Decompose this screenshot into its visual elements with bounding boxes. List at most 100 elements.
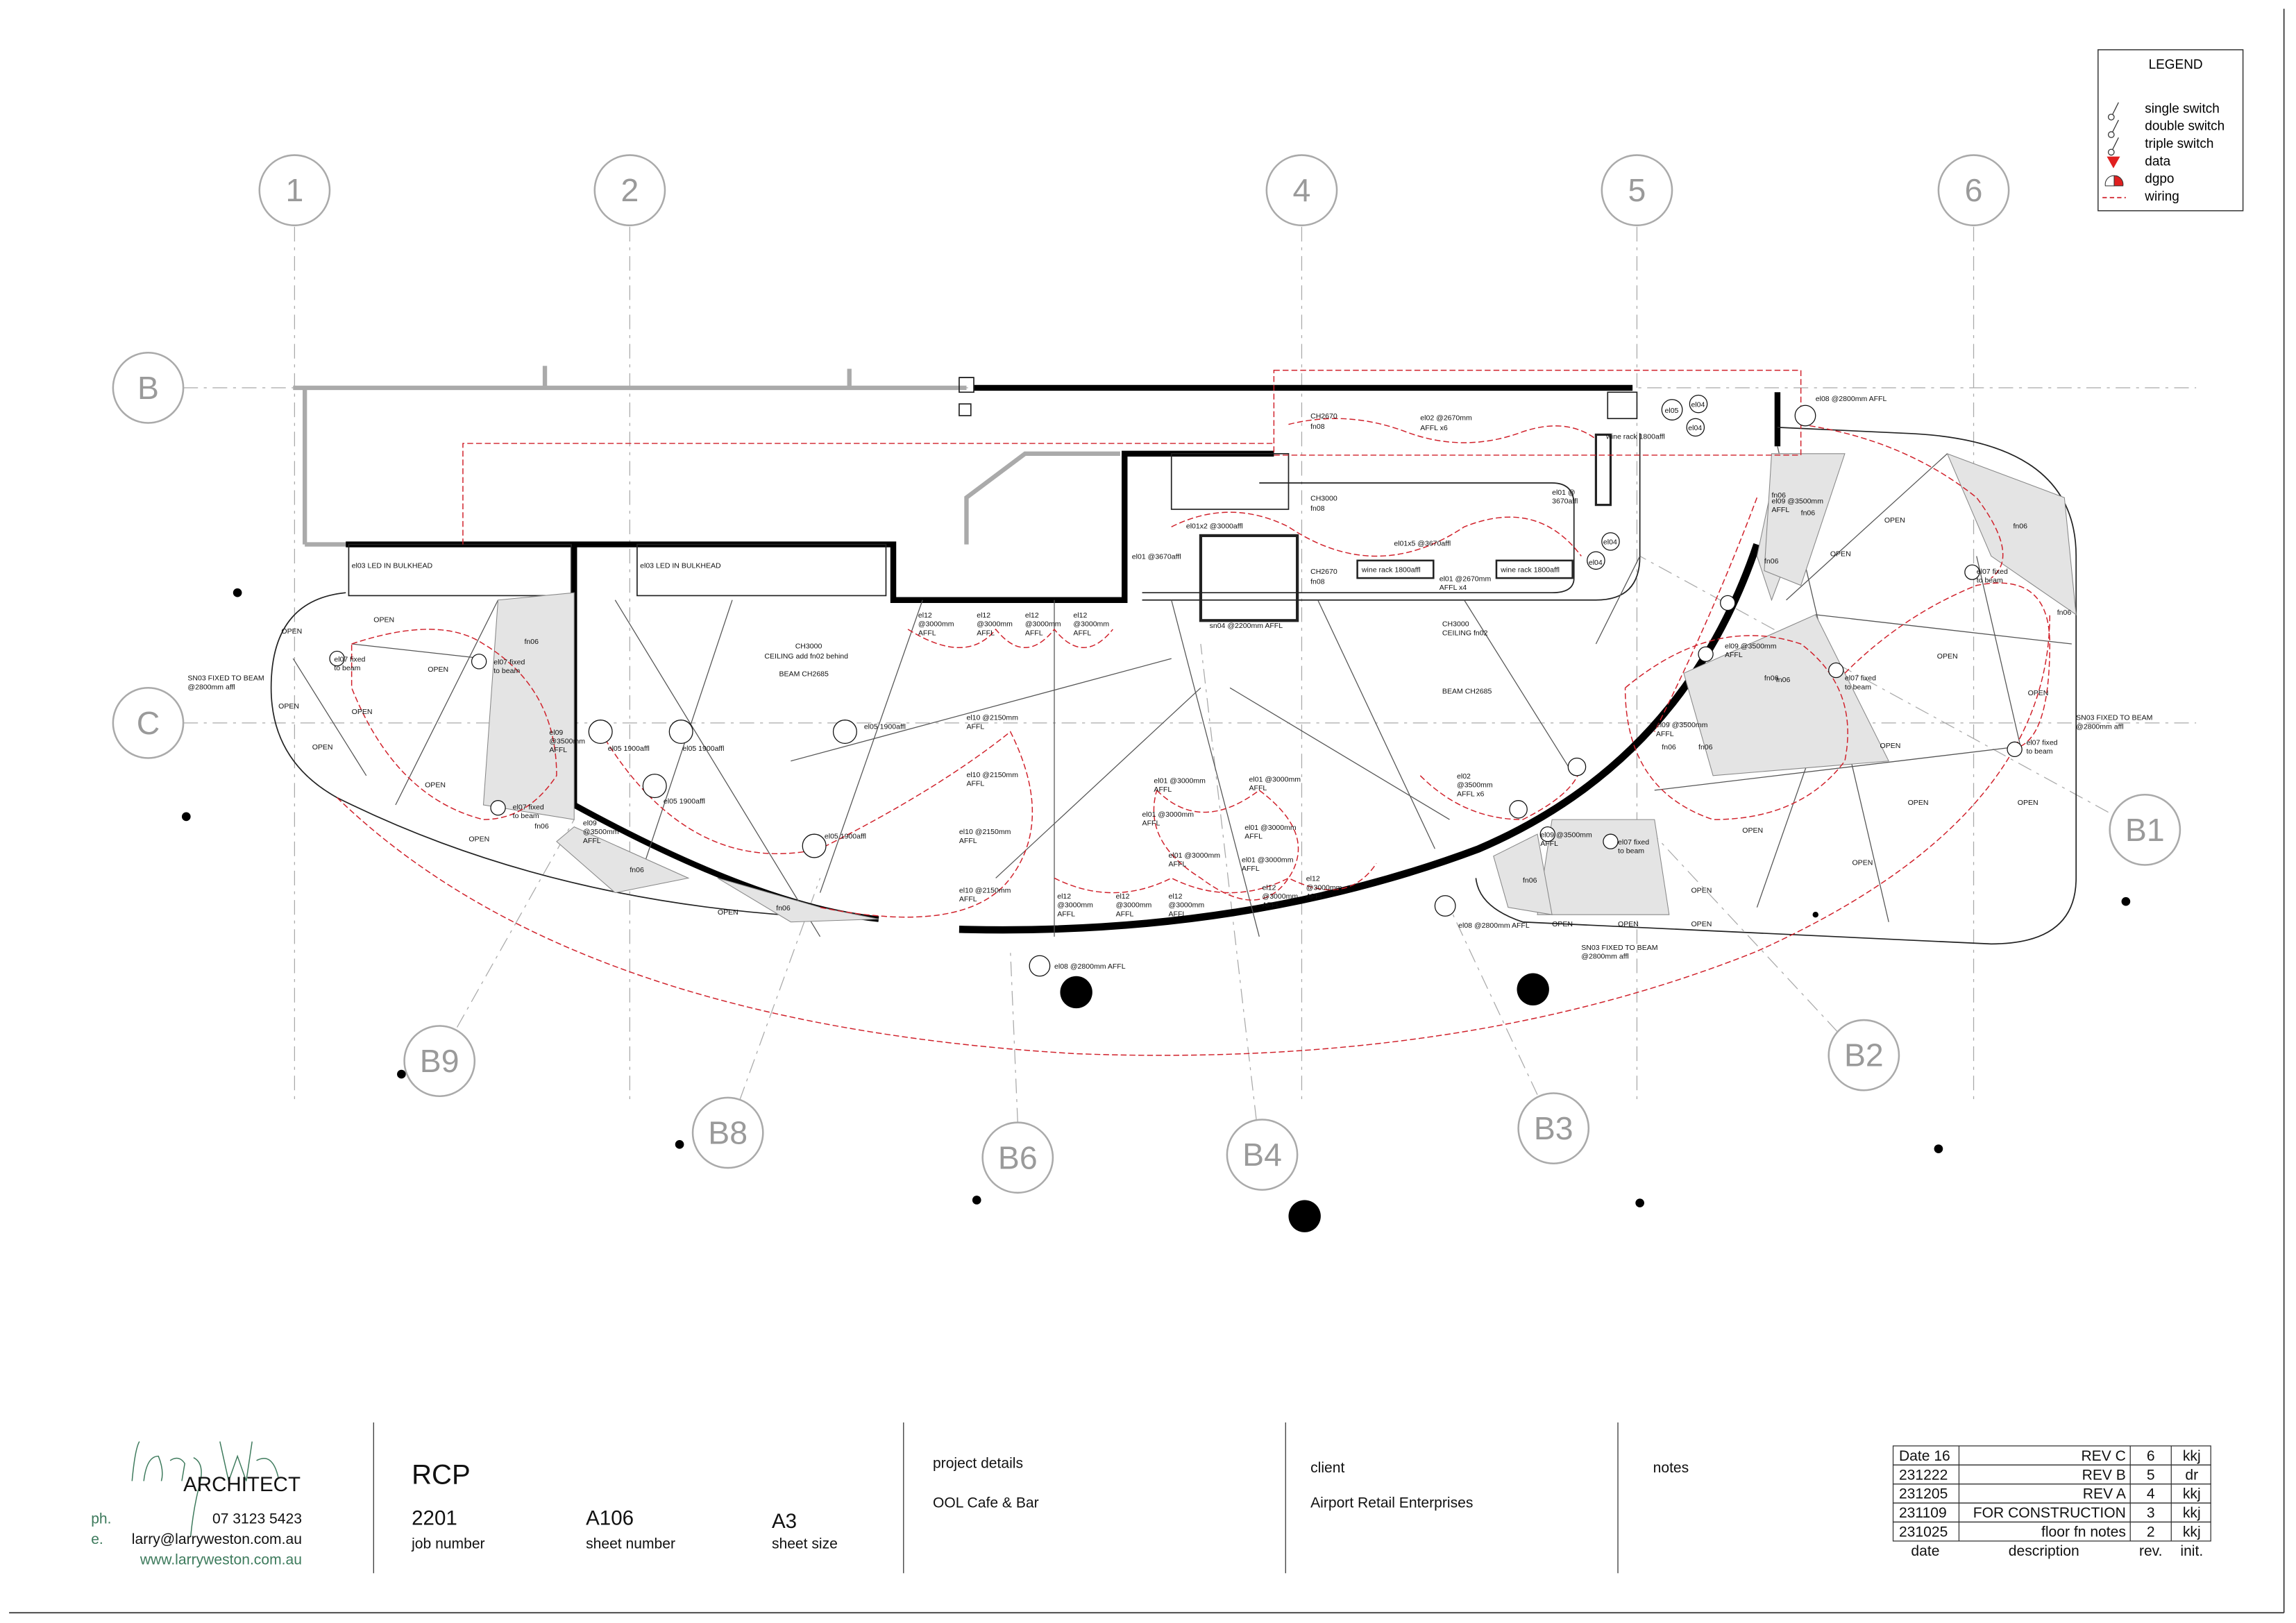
plan-annotation: @3500mm: [583, 828, 619, 836]
grid-bubble-beam: B9: [403, 1025, 476, 1097]
plan-annotation: fn06: [1764, 674, 1779, 683]
plan-annotation: fn06: [630, 866, 644, 874]
grid-label: 4: [1293, 172, 1311, 208]
revision-header: description: [2009, 1543, 2079, 1559]
plan-annotation: @3000mm: [1025, 620, 1061, 629]
project-label: project details: [933, 1455, 1023, 1471]
plan-annotation: el04: [1688, 424, 1702, 432]
plan-annotation: el01 @3000mm: [1169, 851, 1221, 860]
revision-header: rev.: [2139, 1543, 2163, 1559]
website-link[interactable]: www.larryweston.com.au: [140, 1552, 302, 1568]
plan-annotation: el01 @3000mm: [1242, 856, 1294, 864]
plan-annotation: el12: [1306, 875, 1320, 883]
plan-annotation: AFFL: [1142, 819, 1160, 828]
grid-bubble-column: 4: [1265, 154, 1338, 227]
wiring-runs: [337, 369, 2050, 1056]
plan-annotation: el09 @3500mm: [1771, 498, 1823, 506]
plan-annotation: AFFL: [966, 722, 984, 731]
plan-annotation: AFFL: [1169, 910, 1187, 918]
plan-annotation: el10 @2150mm: [966, 714, 1018, 722]
plan-annotation: AFFL: [1306, 892, 1324, 901]
plan-annotation: OPEN: [1830, 550, 1851, 558]
plan-annotation: AFFL: [1725, 651, 1743, 659]
plan-annotation: el01 @: [1552, 488, 1576, 497]
phone-value: 07 3123 5423: [212, 1511, 302, 1527]
grid-label: B2: [1844, 1037, 1884, 1073]
email-label: e.: [91, 1531, 103, 1547]
plan-annotation: OPEN: [428, 665, 448, 674]
email-link[interactable]: larry@larryweston.com.au: [132, 1531, 302, 1547]
legend-label: data: [2145, 154, 2170, 169]
grid-label: B8: [708, 1114, 748, 1150]
plan-annotation: OPEN: [469, 835, 489, 844]
plan-annotation: AFFL: [1169, 860, 1187, 869]
plan-annotation: OPEN: [312, 743, 333, 751]
plan-annotation: OPEN: [1908, 799, 1929, 807]
plan-annotation: OPEN: [352, 708, 373, 716]
plan-annotation: AFFL: [1057, 910, 1075, 918]
sheet-size: A3: [772, 1510, 797, 1533]
grid-bubble-column: 2: [593, 154, 666, 227]
revision-date: 231109: [1899, 1505, 1947, 1521]
revision-date: Date 16: [1899, 1448, 1950, 1464]
plan-annotation: el04: [1691, 400, 1705, 409]
plan-annotation: OPEN: [373, 615, 394, 624]
plan-annotation: el12: [1025, 611, 1039, 620]
plan-annotation: el01 @3670affl: [1132, 553, 1181, 561]
plan-annotation: @2800mm affl: [1581, 952, 1628, 960]
legend-label: double switch: [2145, 119, 2225, 134]
grid-label: B: [137, 370, 159, 406]
revision-initials: kkj: [2183, 1524, 2201, 1540]
sheet-size-label: sheet size: [772, 1536, 838, 1552]
plan-annotation: AFFL: [977, 629, 995, 637]
revision-date: 231025: [1899, 1524, 1948, 1540]
plan-annotation: el12: [1169, 892, 1183, 901]
grid-label: B6: [998, 1139, 1038, 1175]
light-fixtures: [329, 394, 2023, 977]
plan-annotation: OPEN: [1552, 920, 1573, 928]
grid-bubble-column: 1: [258, 154, 331, 227]
grid-bubble-row: B: [112, 352, 185, 424]
project-name: OOL Cafe & Bar: [933, 1495, 1039, 1511]
job-number-label: job number: [411, 1536, 484, 1552]
sheet-number-label: sheet number: [586, 1536, 675, 1552]
plan-annotation: @3500mm: [1457, 781, 1493, 790]
plan-annotation: fn06: [776, 904, 791, 912]
plan-annotation: el09 @3500mm: [1656, 721, 1708, 729]
revision-initials: kkj: [2183, 1486, 2201, 1502]
plan-annotation: AFFL: [1263, 901, 1281, 910]
plan-annotation: el09: [549, 729, 563, 737]
plan-annotation: CH2670: [1310, 568, 1337, 576]
plan-annotation: @3000mm: [1057, 901, 1093, 910]
plan-annotation: fn06: [1801, 509, 1816, 517]
plan-annotation: el01x2 @3000affl: [1186, 522, 1243, 530]
plan-annotation: SN03 FIXED TO BEAM: [2076, 714, 2152, 722]
legend-label: single switch: [2145, 101, 2220, 116]
plan-annotation: 3670affl: [1552, 498, 1578, 506]
plan-annotation: OPEN: [2028, 689, 2049, 697]
plan-annotation: el02 @2670mm: [1420, 414, 1472, 422]
plan-annotation: AFFL: [959, 837, 977, 845]
plan-annotation: fn06: [525, 638, 539, 646]
revision-number: 2: [2147, 1524, 2155, 1540]
plan-annotation: OPEN: [718, 908, 738, 917]
plan-annotation: el01 @3000mm: [1142, 810, 1195, 819]
plan-annotation: el07 fixed: [2026, 739, 2057, 747]
plan-annotation: OPEN: [281, 627, 302, 636]
plan-annotation: el12: [1057, 892, 1071, 901]
plan-annotation: AFFL: [1242, 865, 1260, 873]
grid-label: B1: [2125, 812, 2165, 848]
grid-bubble-beam: B1: [2109, 793, 2181, 866]
plan-annotation: @3000mm: [977, 620, 1013, 629]
plan-annotation: fn06: [1776, 676, 1791, 684]
plan-annotation: fn06: [1764, 557, 1779, 566]
plan-annotation: AFFL: [1073, 629, 1091, 637]
plan-annotation: el12: [1073, 611, 1087, 620]
legend-label: triple switch: [2145, 137, 2213, 151]
revision-date: 231205: [1899, 1486, 1948, 1502]
notes-label: notes: [1653, 1460, 1689, 1476]
plan-annotation: OPEN: [1852, 858, 1873, 867]
plan-annotation: AFFL: [1116, 910, 1134, 918]
